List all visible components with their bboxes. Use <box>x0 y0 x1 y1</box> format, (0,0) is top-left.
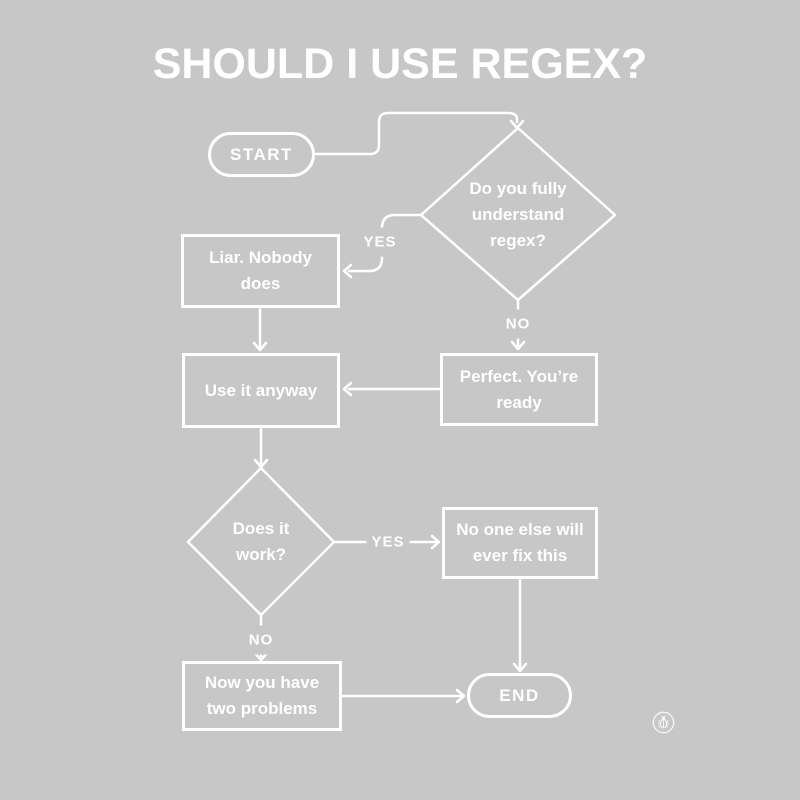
arrowhead-into-use-anyway-top <box>252 341 268 352</box>
arrowhead-into-understand <box>509 119 525 130</box>
edge-label-work-no: NO <box>243 625 279 655</box>
node-use-anyway-label: Use it anyway <box>204 380 318 400</box>
node-no-one-label: No one else will ever fix this <box>456 520 584 565</box>
node-liar-label: Liar. Nobody does <box>209 248 312 293</box>
node-perfect-label: Perfect. You’re ready <box>459 366 579 412</box>
node-decision-work: Does it work? <box>216 516 306 568</box>
node-end-label: END <box>499 685 540 705</box>
node-two-problems-label: Now you have two problems <box>204 673 320 718</box>
edge-label-work-yes: YES <box>366 527 410 557</box>
node-decision-work-label: Does it work? <box>232 519 290 564</box>
node-decision-understand: Do you fully understand regex? <box>453 176 583 254</box>
node-use-anyway: Use it anyway <box>182 353 340 428</box>
node-two-problems: Now you have two problems <box>182 661 342 731</box>
arrowhead-into-two-problems <box>253 651 269 662</box>
arrowhead-into-no-one <box>430 534 441 550</box>
node-liar: Liar. Nobody does <box>181 234 340 308</box>
arrowhead-into-end-left <box>455 688 466 704</box>
arrowhead-into-end-top <box>512 662 528 673</box>
node-start: START <box>208 132 315 177</box>
node-perfect: Perfect. You’re ready <box>440 353 598 426</box>
arrowhead-into-perfect <box>510 340 526 351</box>
node-decision-understand-label: Do you fully understand regex? <box>469 179 567 250</box>
node-no-one: No one else will ever fix this <box>442 507 598 579</box>
node-end: END <box>467 673 572 718</box>
page-title: SHOULD I USE REGEX? <box>152 40 648 88</box>
node-start-label: START <box>230 144 293 164</box>
edge-label-understand-yes: YES <box>358 227 402 257</box>
arrowhead-into-use-anyway-right <box>342 381 353 397</box>
edge-label-understand-no: NO <box>500 309 536 339</box>
bug-icon <box>652 711 675 734</box>
arrowhead-into-liar <box>342 263 353 279</box>
arrowhead-into-work <box>253 458 269 469</box>
connector-start-to-understand <box>314 111 519 156</box>
